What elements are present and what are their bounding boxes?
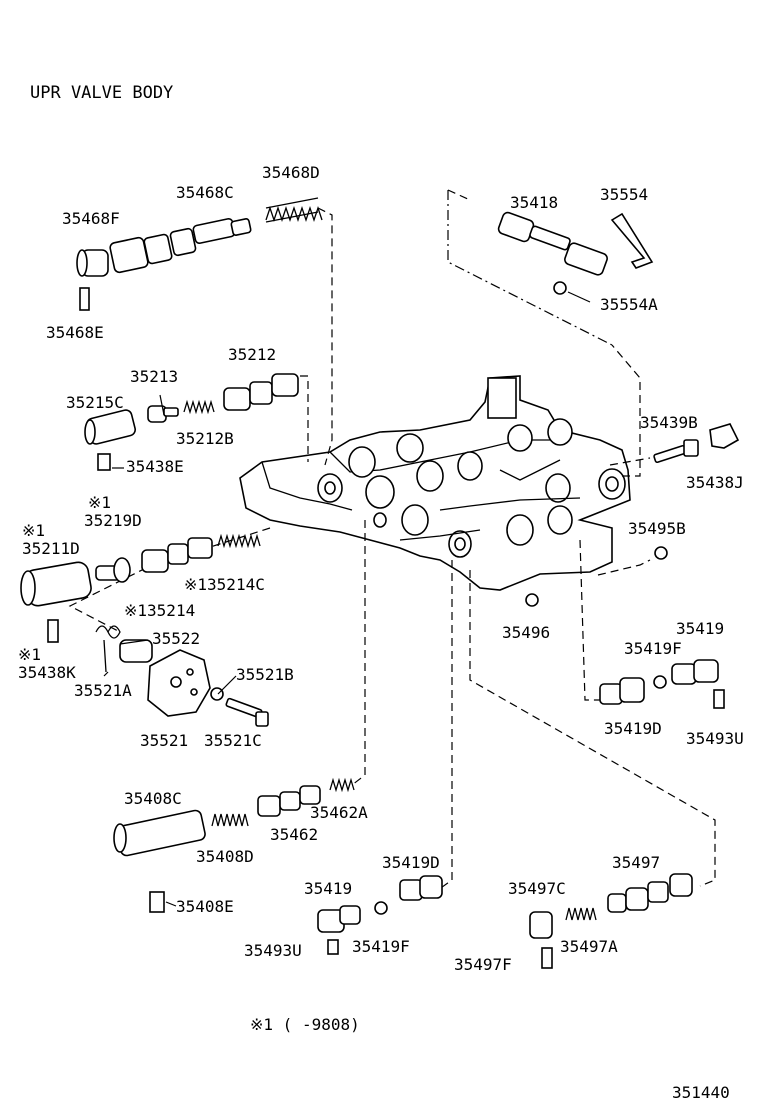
label-35468f: 35468F	[62, 209, 120, 228]
label-35495b: 35495B	[628, 519, 686, 538]
label-note-mark-35219d: ※1	[88, 493, 111, 512]
part-35438k	[47, 619, 59, 643]
leader-lines	[103, 291, 591, 907]
part-35468d-spring	[265, 197, 323, 223]
label-note-mark-35438k: ※1	[18, 645, 41, 664]
part-35408d-spring	[211, 813, 249, 827]
part-35408e	[149, 891, 165, 913]
label-35215c: 35215C	[66, 393, 124, 412]
part-35497a-spring	[565, 907, 597, 921]
label-35554a: 35554A	[600, 295, 658, 314]
label-35521c: 35521C	[204, 731, 262, 750]
label-35212: 35212	[228, 345, 276, 364]
part-35419f-lower	[374, 901, 388, 915]
part-35418	[497, 211, 608, 276]
part-35496	[525, 593, 539, 607]
label-35497f: 35497F	[454, 955, 512, 974]
part-35468c	[109, 217, 252, 274]
label-35468d: 35468D	[262, 163, 320, 182]
part-35554	[610, 212, 654, 269]
part-35419d-right	[599, 677, 645, 705]
label-35493u-right: 35493U	[686, 729, 744, 748]
label-35419-right: 35419	[676, 619, 724, 638]
label-35493u-lower: 35493U	[244, 941, 302, 960]
part-35439b	[653, 439, 699, 464]
part-35212b-spring	[183, 399, 215, 415]
label-35419f-right: 35419F	[624, 639, 682, 658]
part-35219d	[95, 557, 131, 583]
label-35438j: 35438J	[686, 473, 744, 492]
label-35211d: 35211D	[22, 539, 80, 558]
part-35214c-spring	[217, 533, 261, 549]
part-35211d	[20, 561, 92, 607]
label-35496: 35496	[502, 623, 550, 642]
label-35497c: 35497C	[508, 879, 566, 898]
part-35419-right	[671, 659, 719, 685]
label-35213: 35213	[130, 367, 178, 386]
label-35418: 35418	[510, 193, 558, 212]
upper-valve-body	[239, 375, 631, 591]
part-35468f	[76, 249, 109, 277]
label-35468c: 35468C	[176, 183, 234, 202]
part-35554a	[553, 281, 567, 295]
label-35439b: 35439B	[640, 413, 698, 432]
label-35419-lower: 35419	[304, 879, 352, 898]
part-35493u-right	[713, 689, 725, 709]
label-35214: ※135214	[124, 601, 195, 620]
part-35521a-spring	[95, 625, 121, 673]
part-35497	[607, 873, 693, 913]
diagram-title: UPR VALVE BODY	[30, 83, 173, 103]
part-35522	[119, 639, 153, 663]
part-35521	[147, 649, 211, 717]
part-35493u-lower	[327, 939, 339, 955]
part-35419d-lower	[399, 875, 443, 901]
part-35462a-spring	[329, 777, 355, 793]
label-35522: 35522	[152, 629, 200, 648]
label-35408d: 35408D	[196, 847, 254, 866]
label-35419d-right: 35419D	[604, 719, 662, 738]
label-35468e: 35468E	[46, 323, 104, 342]
label-35438e: 35438E	[126, 457, 184, 476]
label-35462a: 35462A	[310, 803, 368, 822]
part-35419f-right	[653, 675, 667, 689]
label-35408c: 35408C	[124, 789, 182, 808]
part-35468e	[79, 287, 90, 311]
part-35495b	[654, 546, 668, 560]
label-35219d: 35219D	[84, 511, 142, 530]
part-35521c	[225, 697, 269, 727]
footnote-note: ※1 ( -9808)	[250, 1015, 360, 1034]
label-35419f-lower: 35419F	[352, 937, 410, 956]
label-35212b: 35212B	[176, 429, 234, 448]
label-35214c: ※135214C	[184, 575, 265, 594]
part-35212	[223, 373, 299, 411]
illustration-code: 351440	[672, 1083, 730, 1102]
part-35438e	[97, 453, 111, 471]
label-note-mark-35211d: ※1	[22, 521, 45, 540]
part-35215c	[84, 409, 136, 445]
label-35497a: 35497A	[560, 937, 618, 956]
label-35521b: 35521B	[236, 665, 294, 684]
label-35521a: 35521A	[74, 681, 132, 700]
label-35408e: 35408E	[176, 897, 234, 916]
label-35554: 35554	[600, 185, 648, 204]
label-35497: 35497	[612, 853, 660, 872]
part-35497c	[529, 911, 553, 939]
label-35521: 35521	[140, 731, 188, 750]
part-labels: 35468D 35468C 35468F 35468E 35212 35213 …	[18, 163, 744, 974]
label-35462: 35462	[270, 825, 318, 844]
label-35419d-lower: 35419D	[382, 853, 440, 872]
label-35438k: 35438K	[18, 663, 76, 682]
part-35408c	[113, 809, 206, 857]
part-35521b	[210, 687, 224, 701]
part-35497f	[541, 947, 553, 969]
part-35214	[141, 537, 213, 573]
part-35438j	[709, 423, 740, 449]
part-35462	[257, 785, 321, 817]
part-35419-lower	[317, 905, 361, 933]
